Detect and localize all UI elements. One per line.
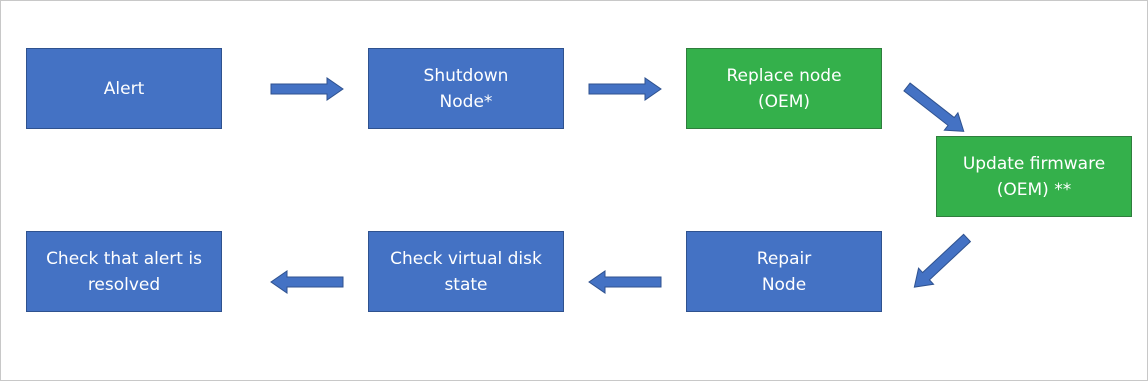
node-check-disk-label: Check virtual disk state [390,248,542,295]
node-replace: Replace node (OEM) [686,48,882,129]
arrow-replace-to-firmware [899,77,972,141]
node-shutdown-label: Shutdown Node* [423,65,509,112]
node-alert: Alert [26,48,222,129]
arrow-shutdown-to-replace [588,77,662,101]
node-replace-label: Replace node (OEM) [726,65,842,112]
node-repair-label: Repair Node [756,248,812,295]
node-check-disk: Check virtual disk state [368,231,564,312]
arrow-firmware-to-repair [906,229,976,296]
node-firmware: Update firmware (OEM) ** [936,136,1132,217]
node-shutdown: Shutdown Node* [368,48,564,129]
node-check-resolved-label: Check that alert is resolved [46,248,202,295]
node-firmware-label: Update firmware (OEM) ** [962,153,1106,200]
arrow-repair-to-check-disk [588,270,662,294]
arrow-alert-to-shutdown [270,77,344,101]
node-alert-label: Alert [103,78,145,99]
node-check-resolved: Check that alert is resolved [26,231,222,312]
arrow-check-disk-to-check-resolved [270,270,344,294]
node-repair: Repair Node [686,231,882,312]
